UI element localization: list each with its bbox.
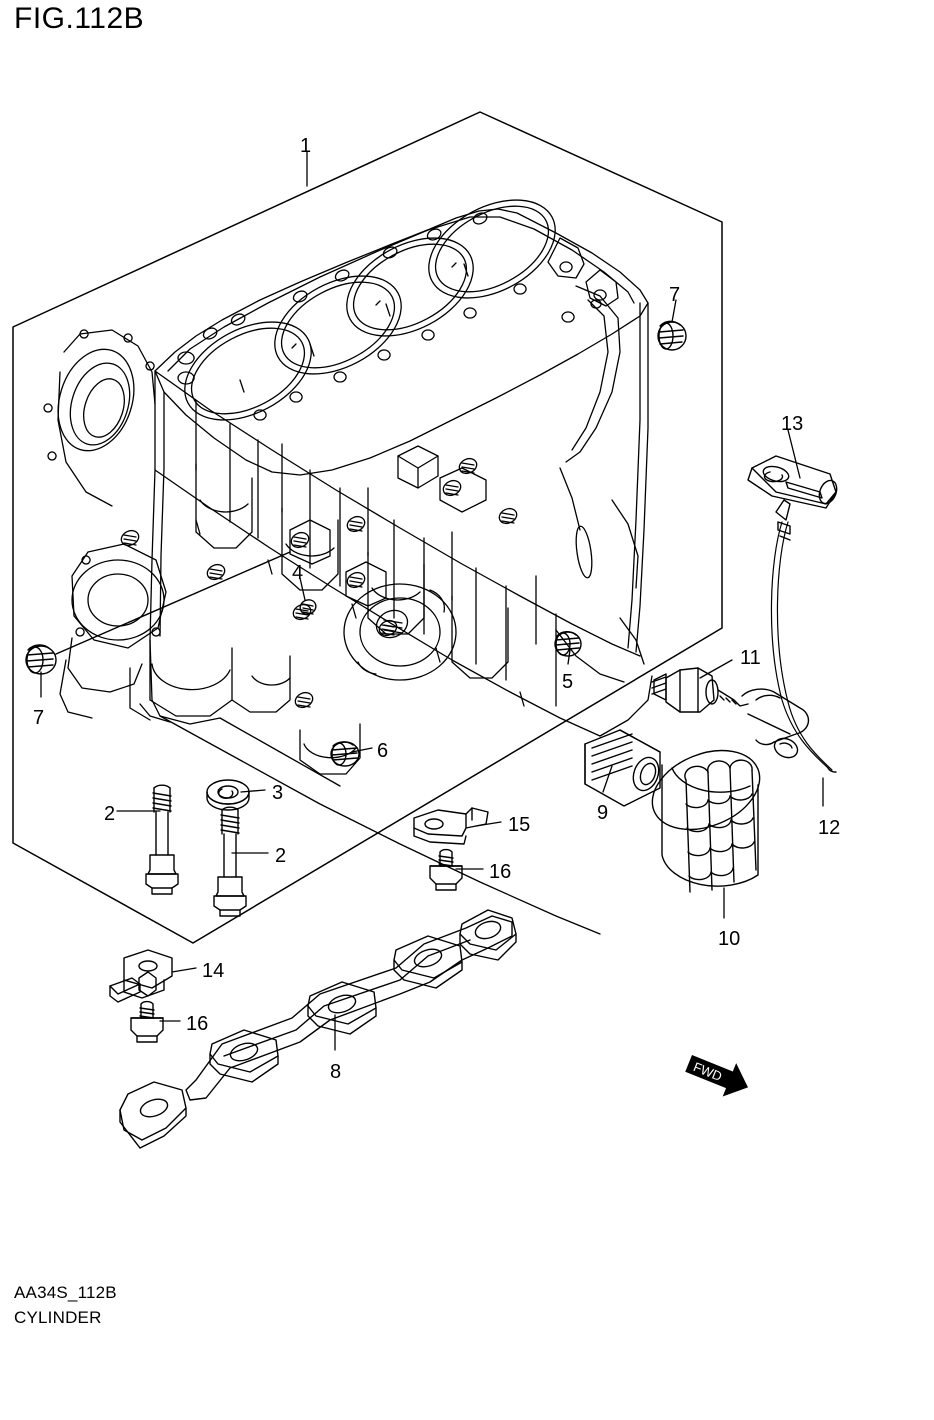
threaded-bosses <box>120 457 518 709</box>
footer-code: AA34S_112B <box>14 1283 117 1302</box>
callout-4: 4 <box>292 562 304 584</box>
callout-2-right: 2 <box>275 845 287 867</box>
footer-name: CYLINDER <box>14 1308 102 1327</box>
part-15-bracket <box>413 807 489 845</box>
callout-15: 15 <box>508 814 531 836</box>
callout-5: 5 <box>562 671 574 693</box>
callout-16-upper: 16 <box>489 861 512 883</box>
callout-10: 10 <box>718 928 741 950</box>
callout-16-lower: 16 <box>186 1013 209 1035</box>
part-10-oil-filter <box>651 749 761 893</box>
part-14-bracket <box>109 949 173 1003</box>
part-8-harness-stay <box>119 909 517 1149</box>
leader-lines <box>40 151 824 1051</box>
part-13-bracket <box>747 455 838 509</box>
part-11-oil-pressure-switch <box>651 667 749 713</box>
frame-outline <box>12 111 723 944</box>
callout-1: 1 <box>300 135 312 157</box>
part-12-harness-lead <box>741 499 837 773</box>
callout-14: 14 <box>202 960 225 982</box>
callout-3: 3 <box>272 782 284 804</box>
part-16-bolt-lower <box>130 1000 164 1043</box>
callout-11: 11 <box>740 647 761 669</box>
callout-6: 6 <box>377 740 389 762</box>
part-7-plug-left <box>25 551 291 675</box>
part-2-bolt-right <box>213 806 247 917</box>
part-16-bolt-upper <box>429 848 463 891</box>
callout-7-left: 7 <box>33 707 45 729</box>
callout-7-upper: 7 <box>669 284 681 306</box>
parts-diagram-svg: FWD <box>12 111 838 1149</box>
callout-8: 8 <box>330 1061 342 1083</box>
callout-2-left: 2 <box>104 803 116 825</box>
fwd-arrow: FWD <box>685 1055 748 1097</box>
part-3-washer <box>206 779 250 811</box>
part-9-union-bolt <box>584 729 661 807</box>
part-6-plug <box>330 741 360 767</box>
cylinder-block-drawing <box>43 199 653 935</box>
part-4-dowel-pin <box>299 599 317 615</box>
callout-9: 9 <box>597 802 609 824</box>
figure-title: FIG.112B <box>14 2 145 35</box>
callout-13: 13 <box>781 413 804 435</box>
part-5-plug <box>554 630 582 657</box>
part-2-bolt-left <box>145 784 179 895</box>
parts-diagram: FWD <box>12 111 838 1149</box>
callout-12: 12 <box>818 817 841 839</box>
part-7-plug-upper-right <box>657 320 687 351</box>
